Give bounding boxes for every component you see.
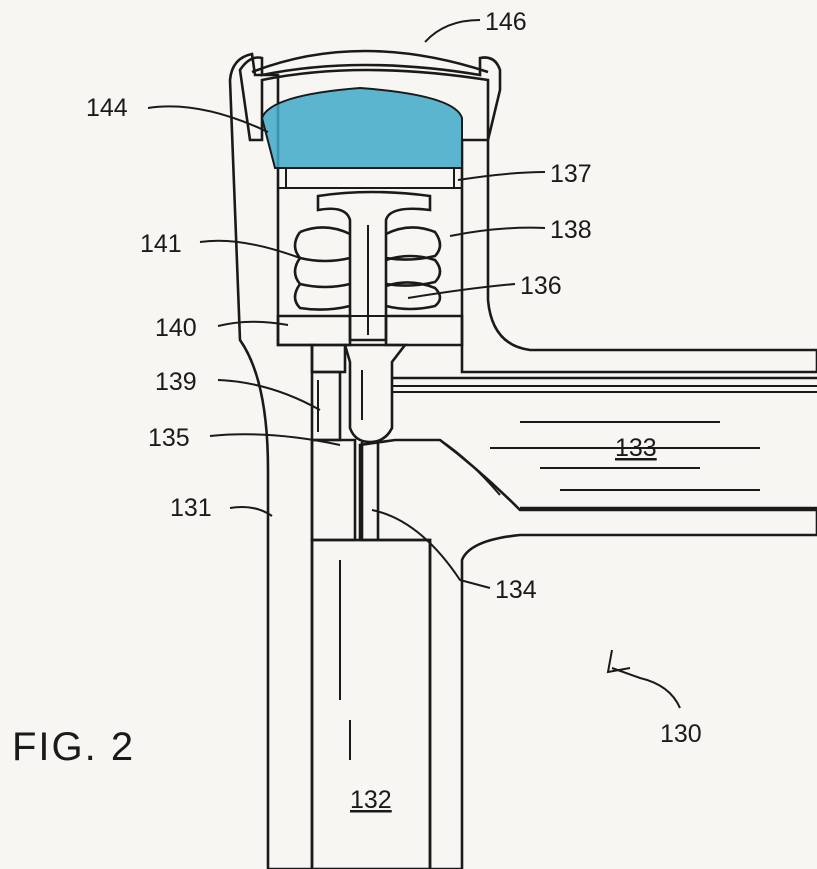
label-132: 132 <box>350 786 392 814</box>
label-133: 133 <box>615 434 657 462</box>
label-141: 141 <box>140 230 182 258</box>
leader-lines <box>147 19 681 709</box>
channel-133 <box>392 376 817 510</box>
figure-title: FIG. 2 <box>12 725 135 769</box>
label-138: 138 <box>550 216 592 244</box>
label-140: 140 <box>155 314 197 342</box>
label-134: 134 <box>495 576 537 604</box>
passage-135 <box>312 370 342 442</box>
housing-body <box>228 49 817 869</box>
label-130: 130 <box>660 720 702 748</box>
label-146: 146 <box>485 8 527 36</box>
label-139: 139 <box>155 368 197 396</box>
label-136: 136 <box>520 272 562 300</box>
left-lower-block <box>310 438 357 542</box>
center-divider <box>310 343 347 374</box>
housing-left-wall <box>228 52 314 869</box>
valve-stem-136 <box>316 190 432 342</box>
lower-right-body <box>358 438 817 869</box>
capillary-134 <box>360 442 380 540</box>
label-137: 137 <box>550 160 592 188</box>
diaphragm-144 <box>260 86 463 169</box>
label-135: 135 <box>148 424 190 452</box>
poppet-139 <box>343 343 408 444</box>
label-131: 131 <box>170 494 212 522</box>
reservoir-132 <box>310 538 432 869</box>
spring-chamber-138 <box>277 187 463 317</box>
chamber-right-wall <box>460 138 817 374</box>
cap-146 <box>238 56 502 142</box>
plate-137 <box>277 167 463 189</box>
cap-outer-curve <box>251 49 489 74</box>
label-144: 144 <box>86 94 128 122</box>
spring-141 <box>293 226 442 311</box>
